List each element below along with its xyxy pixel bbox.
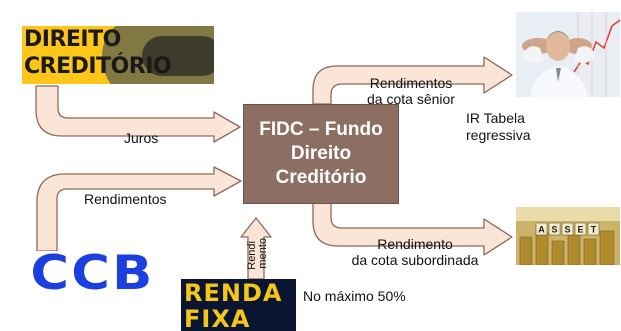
senior-arrow — [312, 56, 513, 105]
ccb-logo-text: CCB — [30, 245, 155, 301]
fidc-title-line3: Creditório — [275, 167, 367, 188]
direito-creditorio-logo: DIREITO CREDITÓRIO — [22, 26, 214, 84]
renda-fixa-logo-line2: FIXA — [184, 305, 251, 331]
ccb-logo: CCB — [10, 245, 175, 301]
rendimentos-label: Rendimentos — [84, 191, 167, 207]
asset-coins-image: A S S E T — [516, 207, 620, 265]
senior-label: Rendimentos da cota sênior — [341, 75, 481, 107]
asset-letter-5: T — [591, 225, 597, 235]
asset-coins-illustration: A S S E T — [516, 207, 620, 265]
asset-letter-4: E — [577, 225, 583, 235]
ir-label-line1: IR Tabela — [466, 110, 525, 126]
renda-fixa-logo: RENDA FIXA — [181, 279, 296, 331]
rendimento-vertical-label-2: mento — [257, 238, 269, 269]
rendimentos-arrow — [36, 166, 242, 252]
subordinada-label-line1: Rendimento — [377, 236, 453, 252]
fidc-box: FIDC – Fundo Direito Creditório — [243, 104, 399, 204]
fidc-title-line1: FIDC – Fundo — [259, 119, 383, 140]
senior-label-line2: da cota sênior — [367, 91, 455, 107]
subordinada-label-line2: da cota subordinada — [351, 252, 479, 268]
juros-label: Juros — [124, 130, 159, 146]
ir-label: IR Tabela regressiva — [466, 110, 531, 144]
asset-letter-2: S — [551, 225, 557, 235]
juros-arrow — [35, 85, 241, 143]
fidc-title-line2: Direito — [290, 143, 352, 164]
senior-label-line1: Rendimentos — [369, 75, 453, 91]
direito-creditorio-logo-line2: CREDITÓRIO — [24, 54, 172, 79]
subordinada-arrow — [312, 201, 513, 256]
renda-fixa-arrow — [240, 217, 272, 280]
relaxed-investor-illustration — [516, 12, 620, 97]
renda-fixa-logo-line1: RENDA — [184, 279, 283, 307]
subordinada-label: Rendimento da cota subordinada — [335, 236, 495, 268]
investor-photo — [516, 12, 620, 97]
no-maximo-label: No máximo 50% — [303, 288, 406, 304]
asset-letter-3: S — [564, 225, 570, 235]
ir-label-line2: regressiva — [466, 127, 531, 143]
asset-letter-1: A — [538, 225, 545, 235]
direito-creditorio-logo-line1: DIREITO — [24, 27, 121, 52]
